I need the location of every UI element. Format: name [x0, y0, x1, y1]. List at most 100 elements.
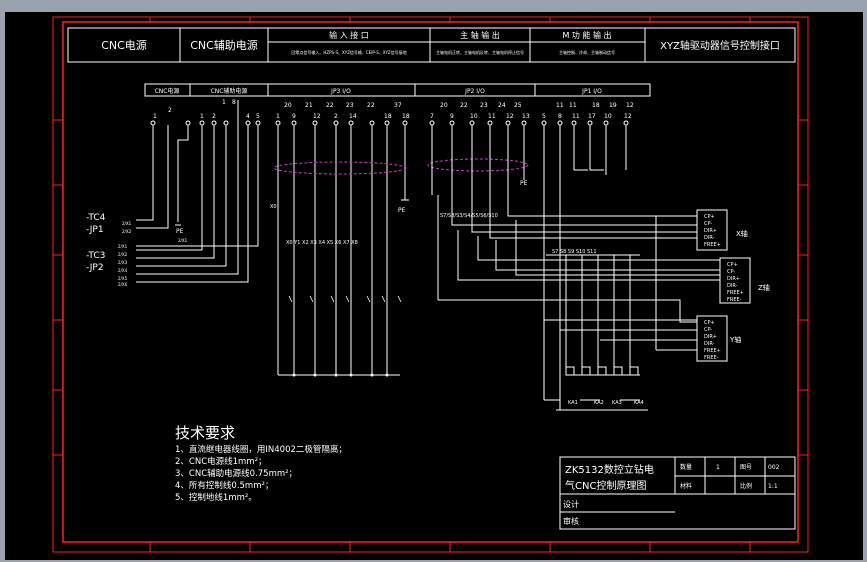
svg-text:DIR+: DIR+	[727, 276, 740, 282]
axis-wiring	[438, 215, 720, 351]
svg-text:12: 12	[506, 113, 514, 120]
svg-text:DIR-: DIR-	[704, 341, 715, 347]
z-axis-label: Z轴	[758, 283, 770, 292]
svg-text:11: 11	[488, 113, 496, 120]
x-axis-pins: CP+ CP- DIR+ DIR- FREE+	[704, 214, 721, 248]
svg-text:25: 25	[514, 102, 522, 109]
tech-req-title: 技术要求	[175, 424, 235, 442]
ground-pe-1: PE	[176, 228, 184, 235]
svg-text:4: 4	[246, 113, 250, 120]
header-cnc-power: CNC电源	[155, 87, 180, 95]
svg-text:5: 5	[542, 113, 546, 120]
svg-text:8: 8	[232, 99, 236, 106]
title-input-desc: 回零点信号输入、HZPS-S、XYZ信号输、CEIP-S、XYZ信号接地	[291, 49, 406, 55]
material-label: 材料	[680, 482, 692, 490]
svg-text:1: 1	[200, 113, 204, 120]
svg-text:19: 19	[609, 102, 617, 109]
label-jp1: -JP1	[86, 225, 104, 235]
svg-text:FREE-: FREE-	[704, 355, 719, 361]
svg-text:23: 23	[480, 102, 488, 109]
qty-label: 数量	[680, 463, 692, 471]
svg-text:1: 1	[153, 113, 157, 120]
svg-text:DIR+: DIR+	[704, 228, 717, 234]
relay-ka4: KA4	[634, 400, 644, 406]
ground-pe-3: PE	[520, 180, 528, 187]
svg-text:11: 11	[569, 102, 577, 109]
frame-ticks	[53, 17, 808, 552]
svg-text:1: 1	[276, 113, 280, 120]
svg-text:9: 9	[292, 113, 296, 120]
jp1-wiring	[543, 125, 640, 400]
shield-jp3	[273, 161, 407, 175]
svg-text:12: 12	[624, 113, 632, 120]
svg-text:2/X5: 2/X5	[118, 276, 128, 281]
svg-text:37: 37	[394, 102, 402, 109]
svg-text:2: 2	[212, 113, 216, 120]
title-input-port: 输 入 接 口	[329, 30, 369, 40]
ground-code: 2/X1	[178, 238, 188, 243]
header-jp3: JP3 I/O	[330, 88, 351, 95]
svg-text:1: 1	[222, 99, 226, 106]
jp3-switch-row	[288, 295, 402, 303]
x-axis-label: X轴	[736, 229, 748, 238]
svg-text:CP-: CP-	[727, 269, 735, 275]
svg-text:24: 24	[498, 102, 506, 109]
svg-text:10: 10	[604, 113, 612, 120]
tech-req-item-1: 1、直流继电器线圈，用IN4002二极管隔离；	[175, 444, 347, 455]
title-cnc-aux-power: CNC辅助电源	[190, 38, 258, 52]
jp3-wire-numbers: X0 Y1 X2 X3 X4 X5 X6 X7 X8	[286, 240, 358, 246]
svg-text:CP-: CP-	[704, 221, 712, 227]
label-tc4: -TC4	[86, 213, 106, 223]
svg-text:11: 11	[572, 113, 580, 120]
power-wiring	[136, 100, 259, 283]
svg-text:5: 5	[256, 113, 260, 120]
svg-text:FREE+: FREE+	[704, 242, 721, 248]
relay-block	[544, 366, 648, 411]
svg-text:CP+: CP+	[704, 320, 715, 326]
tech-req-item-4: 4、所有控制线0.5mm²；	[175, 480, 273, 491]
scale-label: 比例	[740, 482, 752, 490]
svg-text:DIR-: DIR-	[727, 283, 738, 289]
relay-ka3: KA3	[612, 400, 622, 406]
tech-req-item-3: 3、CNC辅助电源线0.75mm²；	[175, 468, 297, 479]
svg-text:FREE+: FREE+	[727, 290, 744, 296]
header-jp2: JP2 I/O	[464, 88, 485, 95]
wire-codes-jp2: 2/X1 2/X2 2/X3 2/X4 2/X5 2/X6	[118, 244, 128, 287]
svg-text:14: 14	[349, 113, 357, 120]
relay-ka1: KA1	[568, 400, 578, 406]
svg-text:13: 13	[522, 113, 530, 120]
svg-text:11: 11	[556, 102, 564, 109]
header-jp1: JP1 I/O	[581, 88, 602, 95]
svg-text:12: 12	[626, 102, 634, 109]
jp2-wiring	[431, 125, 696, 300]
svg-text:2: 2	[168, 107, 172, 114]
drawing-title-line1: ZK5132数控立钻电	[565, 463, 654, 476]
y-axis-label: Y轴	[729, 335, 741, 344]
top-title-strip: CNC电源 CNC辅助电源 输 入 接 口 回零点信号输入、HZPS-S、XYZ…	[67, 27, 796, 63]
svg-text:2/X2: 2/X2	[118, 252, 128, 257]
title-spindle-output: 主 轴 输 出	[460, 30, 500, 40]
title-xyz-interface: XYZ轴驱动器信号控制接口	[660, 39, 780, 52]
z-axis-pins: CP+ CP- DIR+ DIR- FREE+ FREE-	[727, 262, 744, 303]
wire-code-tc4-2: 2/X2	[122, 229, 132, 234]
wire-code-tc4-1: 2/X1	[122, 221, 132, 226]
svg-text:20: 20	[440, 102, 448, 109]
svg-text:8: 8	[558, 113, 562, 120]
svg-text:FREE+: FREE+	[704, 348, 721, 354]
svg-text:CP+: CP+	[727, 262, 738, 268]
svg-text:7: 7	[430, 113, 434, 120]
jp1-wire-numbers: S7 S8 S9 S10 S11	[552, 249, 597, 255]
outer-frame	[52, 16, 809, 553]
design-label: 设计	[563, 499, 579, 509]
drawing-title-line2: 气CNC控制原理图	[565, 479, 646, 492]
svg-text:DIR-: DIR-	[704, 235, 715, 241]
pin-labels-jp2: 20 22 23 24 25 7 9 10 11 12 13	[430, 102, 530, 120]
drawing-no-value: 002	[768, 464, 780, 471]
svg-text:9: 9	[450, 113, 454, 120]
title-m-desc: 主轴控制、冷却、主轴制动信号	[559, 49, 615, 55]
bottom-title-block	[559, 456, 796, 530]
scale-value: 1:1	[768, 483, 778, 490]
y-axis-pins: CP+ CP- DIR+ DIR- FREE+ FREE-	[704, 320, 721, 361]
